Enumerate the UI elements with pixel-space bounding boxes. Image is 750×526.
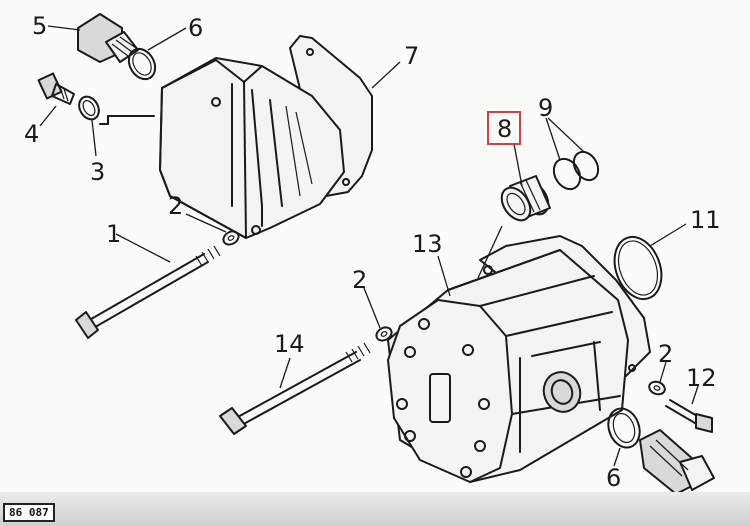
bolt-part-1 — [75, 245, 221, 339]
callout-numbers: 5 6 4 3 7 8 9 11 13 1 2 2 14 2 12 6 10 — [24, 12, 721, 526]
pump-body-part-13 — [387, 235, 651, 483]
callout-9: 9 — [538, 94, 553, 122]
highlight-box-part-8 — [487, 111, 521, 145]
fitting-part-5 — [77, 13, 139, 63]
callout-3: 3 — [90, 158, 105, 186]
callout-6-lower: 6 — [606, 464, 621, 492]
callout-12: 12 — [686, 364, 717, 392]
callout-4: 4 — [24, 120, 39, 148]
seal-ring-part-6-lower — [607, 407, 641, 449]
callout-7: 7 — [404, 42, 419, 70]
callout-5: 5 — [32, 12, 47, 40]
callout-6-top: 6 — [188, 14, 203, 42]
o-rings-part-9 — [552, 150, 600, 191]
pump-housing-part-7 — [99, 35, 373, 239]
o-ring-part-11 — [613, 236, 663, 300]
bolt-part-12 — [665, 399, 713, 433]
washer-part-3 — [78, 95, 100, 121]
callout-1: 1 — [106, 220, 121, 248]
callout-2-upper: 2 — [168, 192, 183, 220]
callout-14: 14 — [274, 330, 305, 358]
callout-13: 13 — [412, 230, 443, 258]
washer-part-2-middle — [375, 326, 393, 342]
seal-ring-part-6 — [127, 47, 157, 81]
washer-part-2-upper — [222, 230, 240, 246]
callout-2-middle: 2 — [352, 266, 367, 294]
document-code: 86 087 — [3, 503, 55, 522]
leader-lines — [39, 25, 699, 509]
fitting-part-4 — [37, 72, 75, 105]
footer-strip — [0, 492, 750, 526]
fitting-part-10 — [639, 429, 715, 495]
bolt-part-14 — [219, 342, 371, 435]
callout-11: 11 — [690, 206, 721, 234]
washer-part-2-lower — [648, 380, 666, 396]
callout-2-lower: 2 — [658, 340, 673, 368]
bushing-part-8 — [500, 175, 551, 222]
callout-8: 8 — [497, 115, 512, 143]
